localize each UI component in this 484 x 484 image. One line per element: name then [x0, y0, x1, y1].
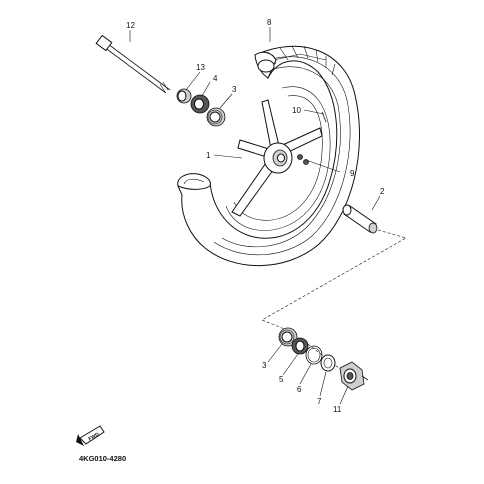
callout-1: 1 — [206, 151, 211, 160]
leader-lines — [129, 27, 381, 405]
circlip — [305, 345, 323, 365]
callout-3-upper: 3 — [232, 85, 237, 94]
oil-seal-small — [320, 354, 336, 372]
oil-seal-right — [291, 337, 309, 355]
callout-6: 6 — [297, 385, 302, 394]
callout-2: 2 — [380, 187, 385, 196]
callout-13: 13 — [196, 63, 205, 72]
front-axle — [95, 34, 171, 94]
collar-right — [342, 204, 378, 234]
bearing-right — [278, 327, 298, 347]
fwd-arrow-icon: FWD — [76, 425, 105, 446]
callout-12: 12 — [126, 21, 135, 30]
front-wheel-tire — [177, 45, 361, 267]
fwd-label: FWD — [88, 431, 101, 442]
callout-11: 11 — [333, 405, 342, 414]
callout-10: 10 — [292, 106, 301, 115]
speedometer-gear-unit — [339, 361, 369, 391]
oil-seal-left — [190, 94, 210, 114]
part-code: 4KG010-4280 — [79, 454, 126, 463]
collar — [176, 88, 192, 104]
bearing-left — [206, 107, 226, 127]
callout-3-lower: 3 — [262, 361, 267, 370]
callout-7: 7 — [317, 397, 322, 406]
callout-9: 9 — [350, 169, 355, 178]
callout-8: 8 — [267, 18, 272, 27]
callout-4: 4 — [213, 74, 218, 83]
callout-5: 5 — [279, 375, 284, 384]
